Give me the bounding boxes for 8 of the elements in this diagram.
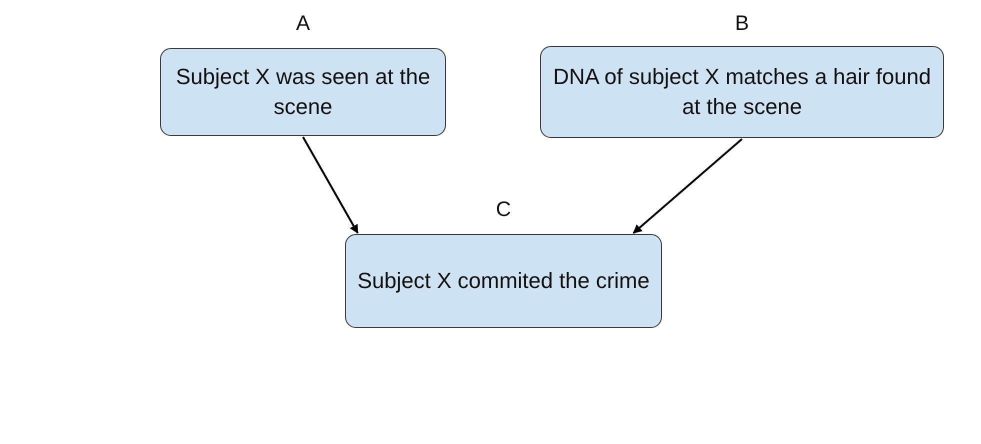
process-box: Subject X was seen at the scene <box>160 48 446 136</box>
node-heading: B <box>734 12 749 36</box>
process-box: Subject X commited the crime <box>345 234 662 328</box>
process-box: DNA of subject X matches a hair found at the scene <box>540 46 944 138</box>
node-heading: C <box>496 198 512 222</box>
arrow <box>632 138 743 234</box>
node-heading: A <box>296 12 310 36</box>
arrow <box>302 136 359 234</box>
